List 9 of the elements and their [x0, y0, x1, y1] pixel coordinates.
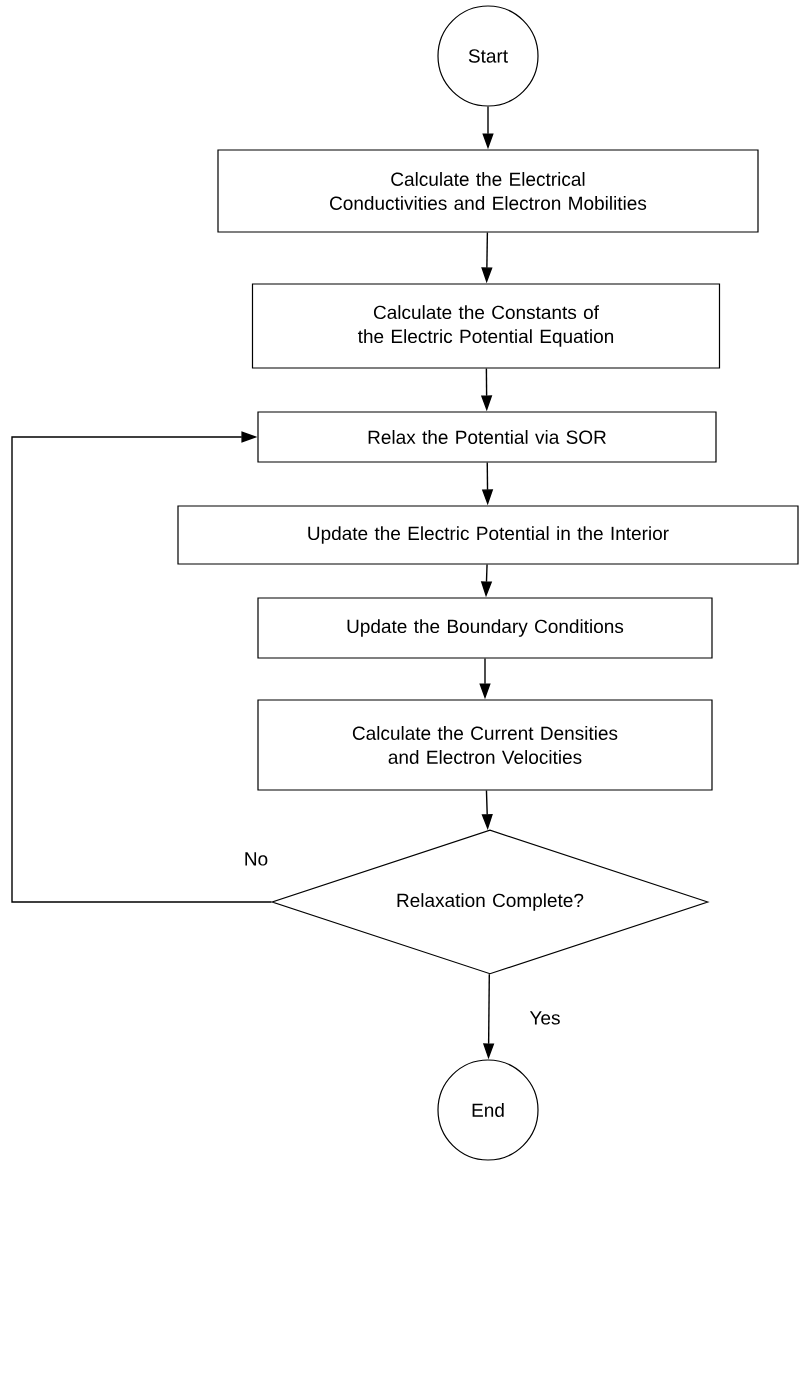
edge-label: No	[242, 851, 270, 867]
edge-label: Yes	[528, 1010, 562, 1026]
arrow	[11, 431, 273, 903]
process-box: Relax the Potential via SOR	[257, 411, 717, 463]
process-box: Update the Boundary Conditions	[257, 597, 713, 659]
process-box: Update the Electric Potential in the Interior	[177, 505, 799, 565]
process-box: Calculate the Constants of the Electric Potential Equation	[251, 283, 721, 369]
process-box: Calculate the Electrical Conductivities and Electron Mobilities	[217, 149, 759, 233]
process-box: Calculate the Current Densities and Electron Velocities	[257, 699, 713, 791]
